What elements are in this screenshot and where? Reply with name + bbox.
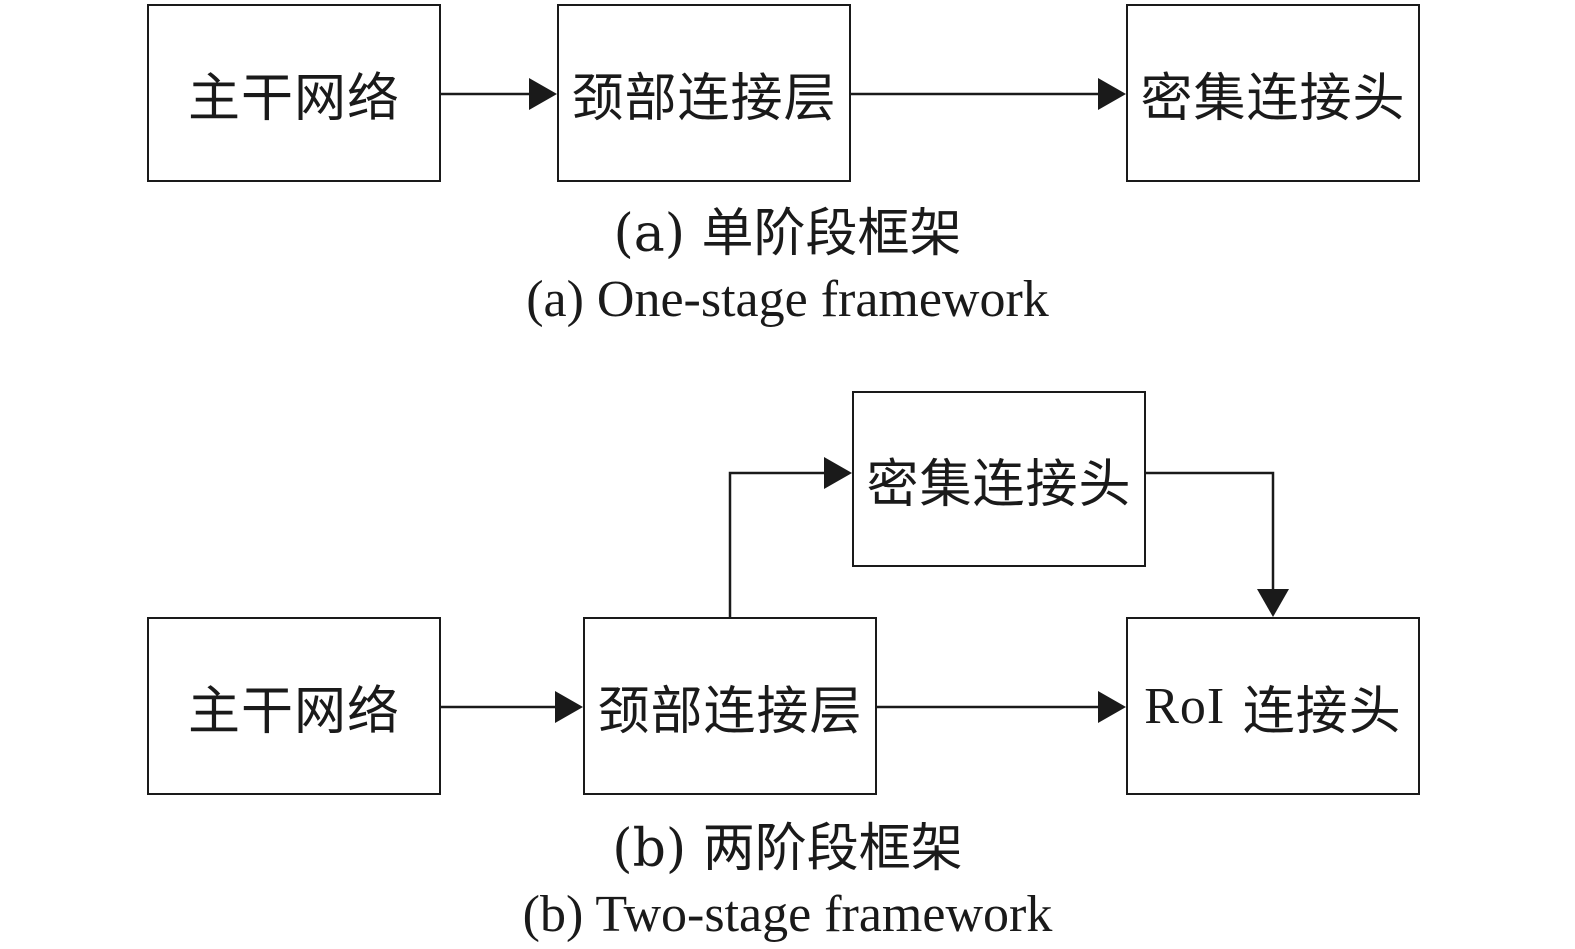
two-stage-neck-box: 颈部连接层	[583, 617, 877, 795]
arrow-a-backbone-to-neck	[441, 78, 557, 110]
two-stage-caption-zh: (b) 两阶段框架	[612, 819, 963, 879]
one-stage-caption-zh: (a) 单阶段框架	[613, 204, 962, 264]
two-stage-neck-label: 颈部连接层	[597, 681, 863, 742]
arrow-b-neck-to-dense-head	[728, 457, 852, 617]
two-stage-roi-head-suffix: 连接头	[1242, 681, 1402, 742]
two-stage-roi-head-prefix: RoI	[1144, 677, 1226, 735]
one-stage-caption-en: (a) One-stage framework	[526, 271, 1049, 328]
one-stage-neck-box: 颈部连接层	[557, 4, 851, 182]
arrow-b-neck-to-roi-head	[877, 691, 1126, 723]
two-stage-dense-head-label: 密集连接头	[866, 454, 1132, 515]
two-stage-roi-head-box: RoI 连接头	[1126, 617, 1420, 795]
one-stage-neck-label: 颈部连接层	[571, 68, 837, 129]
two-stage-dense-head-box: 密集连接头	[852, 391, 1146, 567]
one-stage-backbone-label: 主干网络	[187, 68, 400, 129]
arrow-b-dense-head-to-roi-head	[1146, 471, 1289, 617]
two-stage-caption-en: (b) Two-stage framework	[522, 886, 1053, 943]
one-stage-backbone-box: 主干网络	[147, 4, 441, 182]
one-stage-dense-head-label: 密集连接头	[1140, 68, 1406, 129]
arrow-b-backbone-to-neck	[441, 691, 583, 723]
two-stage-backbone-box: 主干网络	[147, 617, 441, 795]
arrow-a-neck-to-dense-head	[851, 78, 1126, 110]
two-stage-backbone-label: 主干网络	[187, 681, 400, 742]
one-stage-dense-head-box: 密集连接头	[1126, 4, 1420, 182]
roi-head-spacer	[1225, 676, 1243, 736]
